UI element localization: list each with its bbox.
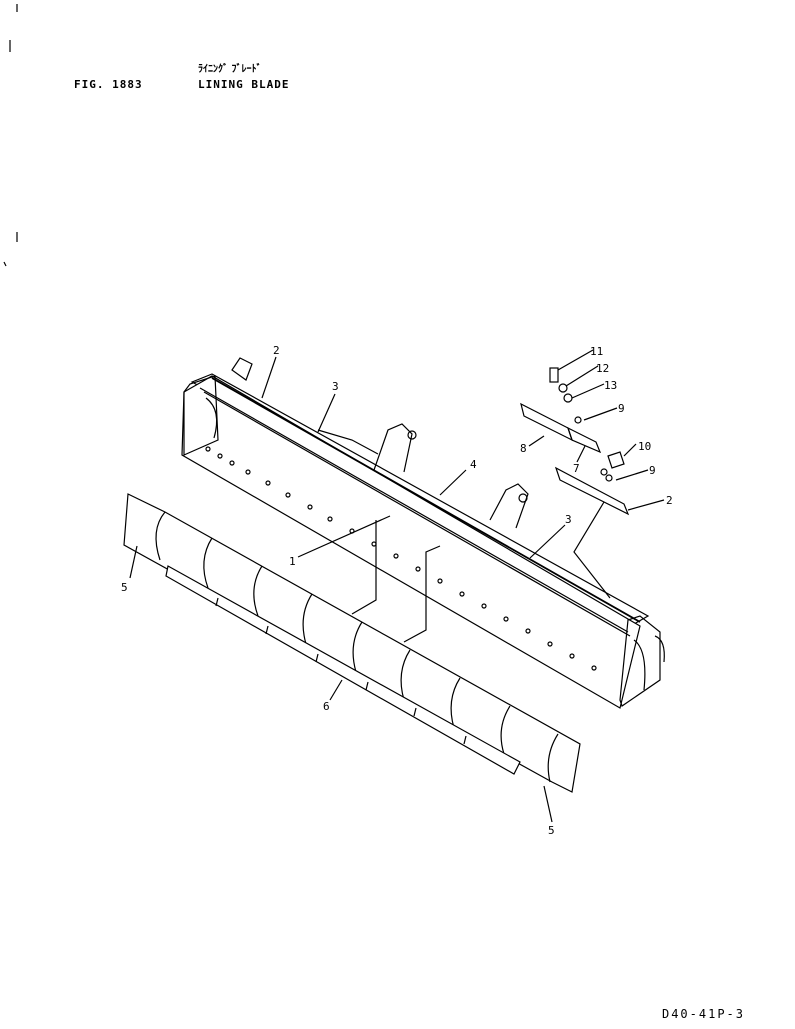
callout-3: 3	[565, 513, 572, 526]
callout-5: 5	[548, 824, 555, 837]
callout-3: 3	[332, 380, 339, 393]
document-code: D40-41P-3	[661, 1007, 745, 1021]
hardware-group	[520, 367, 630, 516]
callout-10: 10	[638, 440, 651, 453]
blade-body	[181, 357, 665, 709]
callout-13: 13	[604, 379, 617, 392]
scan-marks	[3, 4, 18, 267]
callout-9: 9	[649, 464, 656, 477]
callout-2: 2	[666, 494, 673, 507]
callout-9: 9	[618, 402, 625, 415]
callout-4: 4	[470, 458, 477, 471]
figure-number: FIG. 1883	[74, 78, 143, 91]
callout-2: 2	[273, 344, 280, 357]
callout-7: 7	[573, 462, 580, 475]
callout-labels: 2 3 4 3 1 5 6 5 8 7 11 12 13 9 10 9 2	[121, 344, 673, 837]
title-japanese: ﾗｲﾆﾝｸﾞ ﾌﾞﾚｰﾄﾞ	[198, 64, 262, 75]
leader-lines	[129, 349, 665, 823]
callout-6: 6	[323, 700, 330, 713]
callout-1: 1	[289, 555, 296, 568]
callout-12: 12	[596, 362, 609, 375]
callout-5: 5	[121, 581, 128, 594]
lining-panel	[123, 493, 581, 793]
title-english: LINING BLADE	[198, 78, 290, 91]
callout-11: 11	[590, 345, 603, 358]
callout-8: 8	[520, 442, 527, 455]
